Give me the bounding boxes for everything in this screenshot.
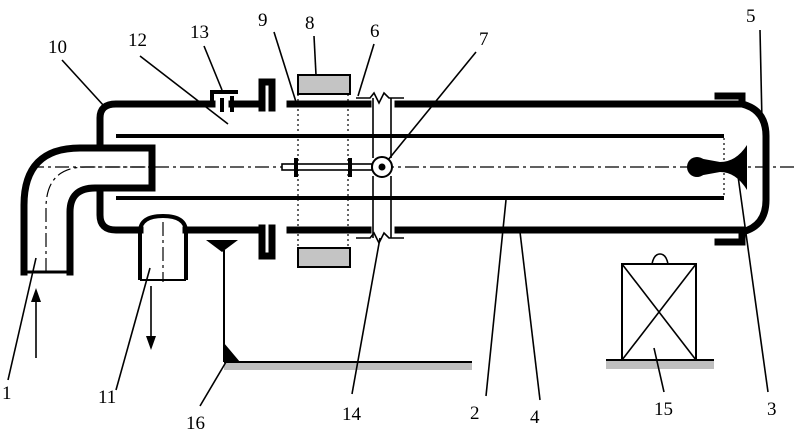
label-13: 13	[190, 22, 209, 43]
generator-box	[606, 253, 714, 369]
label-16: 16	[186, 413, 205, 434]
outer-housing	[96, 78, 746, 260]
label-12: 12	[128, 30, 147, 51]
label-9: 9	[258, 10, 268, 31]
label-4: 4	[530, 407, 540, 428]
label-8: 8	[305, 13, 315, 34]
label-2: 2	[470, 403, 480, 424]
inflow-arrow	[31, 288, 41, 358]
ground-right	[606, 360, 714, 369]
spring-top	[356, 91, 404, 158]
label-1: 1	[2, 383, 12, 404]
magnet-top	[297, 74, 351, 95]
label-14: 14	[342, 404, 362, 425]
label-3: 3	[767, 399, 777, 420]
inlet-pipe	[20, 144, 156, 276]
rod-assembly	[281, 156, 393, 178]
inner-tube	[116, 134, 724, 200]
label-15: 15	[654, 399, 673, 420]
label-7: 7	[479, 29, 489, 50]
horn-emitter	[687, 138, 747, 198]
label-10: 10	[48, 37, 67, 58]
label-5: 5	[746, 6, 756, 27]
label-6: 6	[370, 21, 380, 42]
label-11: 11	[98, 387, 116, 408]
magnet-bottom	[297, 247, 351, 268]
leader-lines	[7, 29, 769, 407]
end-cap	[714, 92, 770, 246]
top-port	[210, 90, 238, 112]
support-stand	[206, 240, 472, 370]
outlet-pipe	[138, 213, 188, 282]
outflow-arrow	[146, 286, 156, 350]
ground-left	[224, 362, 472, 370]
